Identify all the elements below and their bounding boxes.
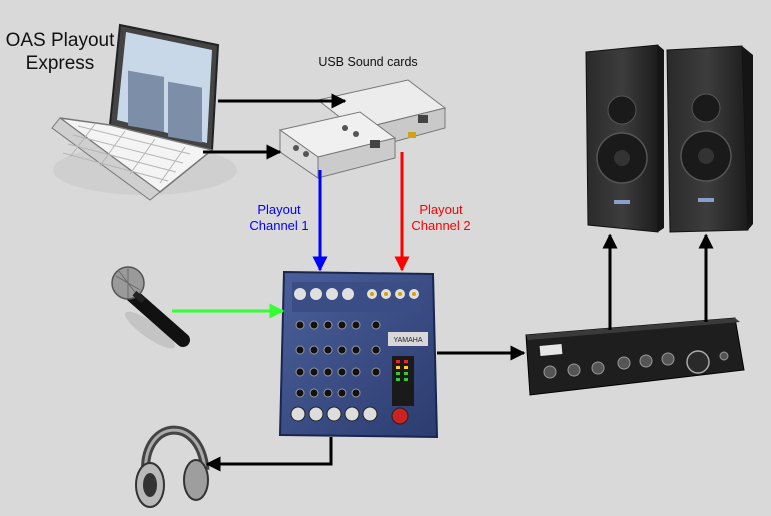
channel-1-line2: Channel 1 [249, 217, 309, 233]
usb-sound-card-icon [278, 79, 447, 179]
connectors [172, 93, 714, 472]
app-title-line2: Express [25, 52, 95, 74]
microphone-icon [111, 266, 190, 349]
speaker-icon [585, 44, 753, 233]
app-title: OAS Playout Express [4, 30, 116, 76]
mixer-to-headphones-arrow [205, 437, 333, 472]
playout-channel-2-label: Playout Channel 2 [398, 202, 484, 233]
usb-sound-cards-label: USB Sound cards [318, 55, 418, 69]
mixer-icon: YAMAHA [278, 270, 439, 439]
laptop-icon [51, 23, 237, 201]
channel-2-line2: Channel 2 [411, 217, 471, 233]
playout-channel-1-label: Playout Channel 1 [236, 202, 322, 233]
channel-1-line1: Playout [257, 202, 301, 217]
app-title-line1: OAS Playout [5, 30, 115, 51]
mixer-brand: YAMAHA [393, 337, 422, 344]
headphones-icon [135, 425, 210, 508]
channel-2-line1: Playout [419, 202, 463, 217]
amplifier-icon [525, 317, 745, 396]
